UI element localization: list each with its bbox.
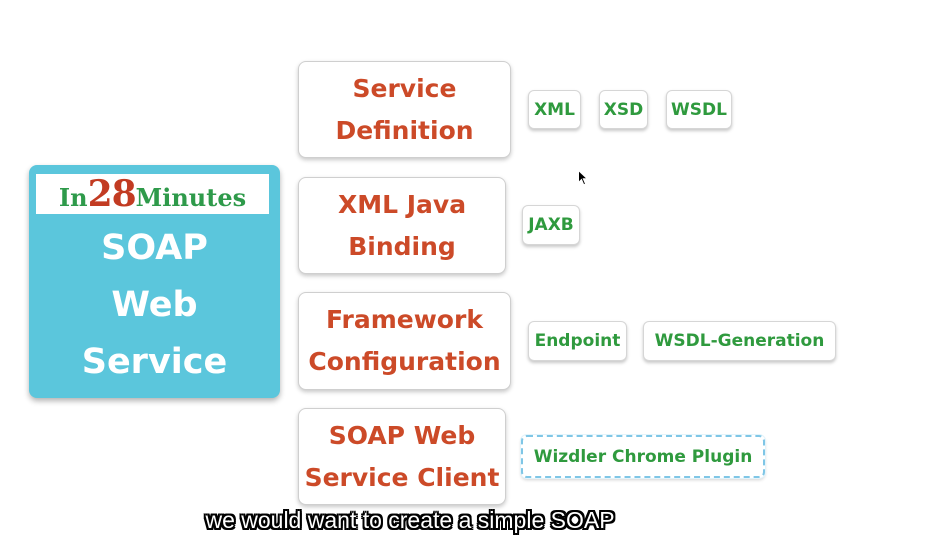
- mouse-pointer-icon: [578, 170, 588, 186]
- topic-soap-web-service-client: SOAP Web Service Client: [298, 408, 506, 505]
- brand-suffix: Minutes: [135, 183, 247, 212]
- logo-title-line-2: Web: [111, 285, 198, 325]
- brand-number: 28: [87, 173, 137, 215]
- tag-xml: XML: [528, 90, 581, 129]
- logo-title-line-1: SOAP: [101, 228, 208, 268]
- in28minutes-logo-card: In28Minutes SOAP Web Service: [29, 165, 280, 398]
- topic-service-definition: Service Definition: [298, 61, 511, 158]
- tag-xsd: XSD: [599, 90, 648, 129]
- tag-wsdl-generation: WSDL-Generation: [643, 321, 836, 361]
- tag-endpoint: Endpoint: [528, 321, 627, 361]
- topic-framework-configuration: Framework Configuration: [298, 292, 511, 390]
- tag-jaxb: JAXB: [522, 205, 580, 245]
- topic-xml-java-binding: XML Java Binding: [298, 177, 506, 274]
- video-subtitle-caption: we would want to create a simple SOAP: [205, 507, 615, 533]
- brand-banner: In28Minutes: [36, 174, 269, 214]
- tag-wizdler-chrome-plugin[interactable]: Wizdler Chrome Plugin: [521, 435, 765, 478]
- logo-title-line-3: Service: [81, 342, 228, 382]
- tag-wsdl: WSDL: [666, 90, 732, 129]
- brand-prefix: In: [58, 183, 88, 212]
